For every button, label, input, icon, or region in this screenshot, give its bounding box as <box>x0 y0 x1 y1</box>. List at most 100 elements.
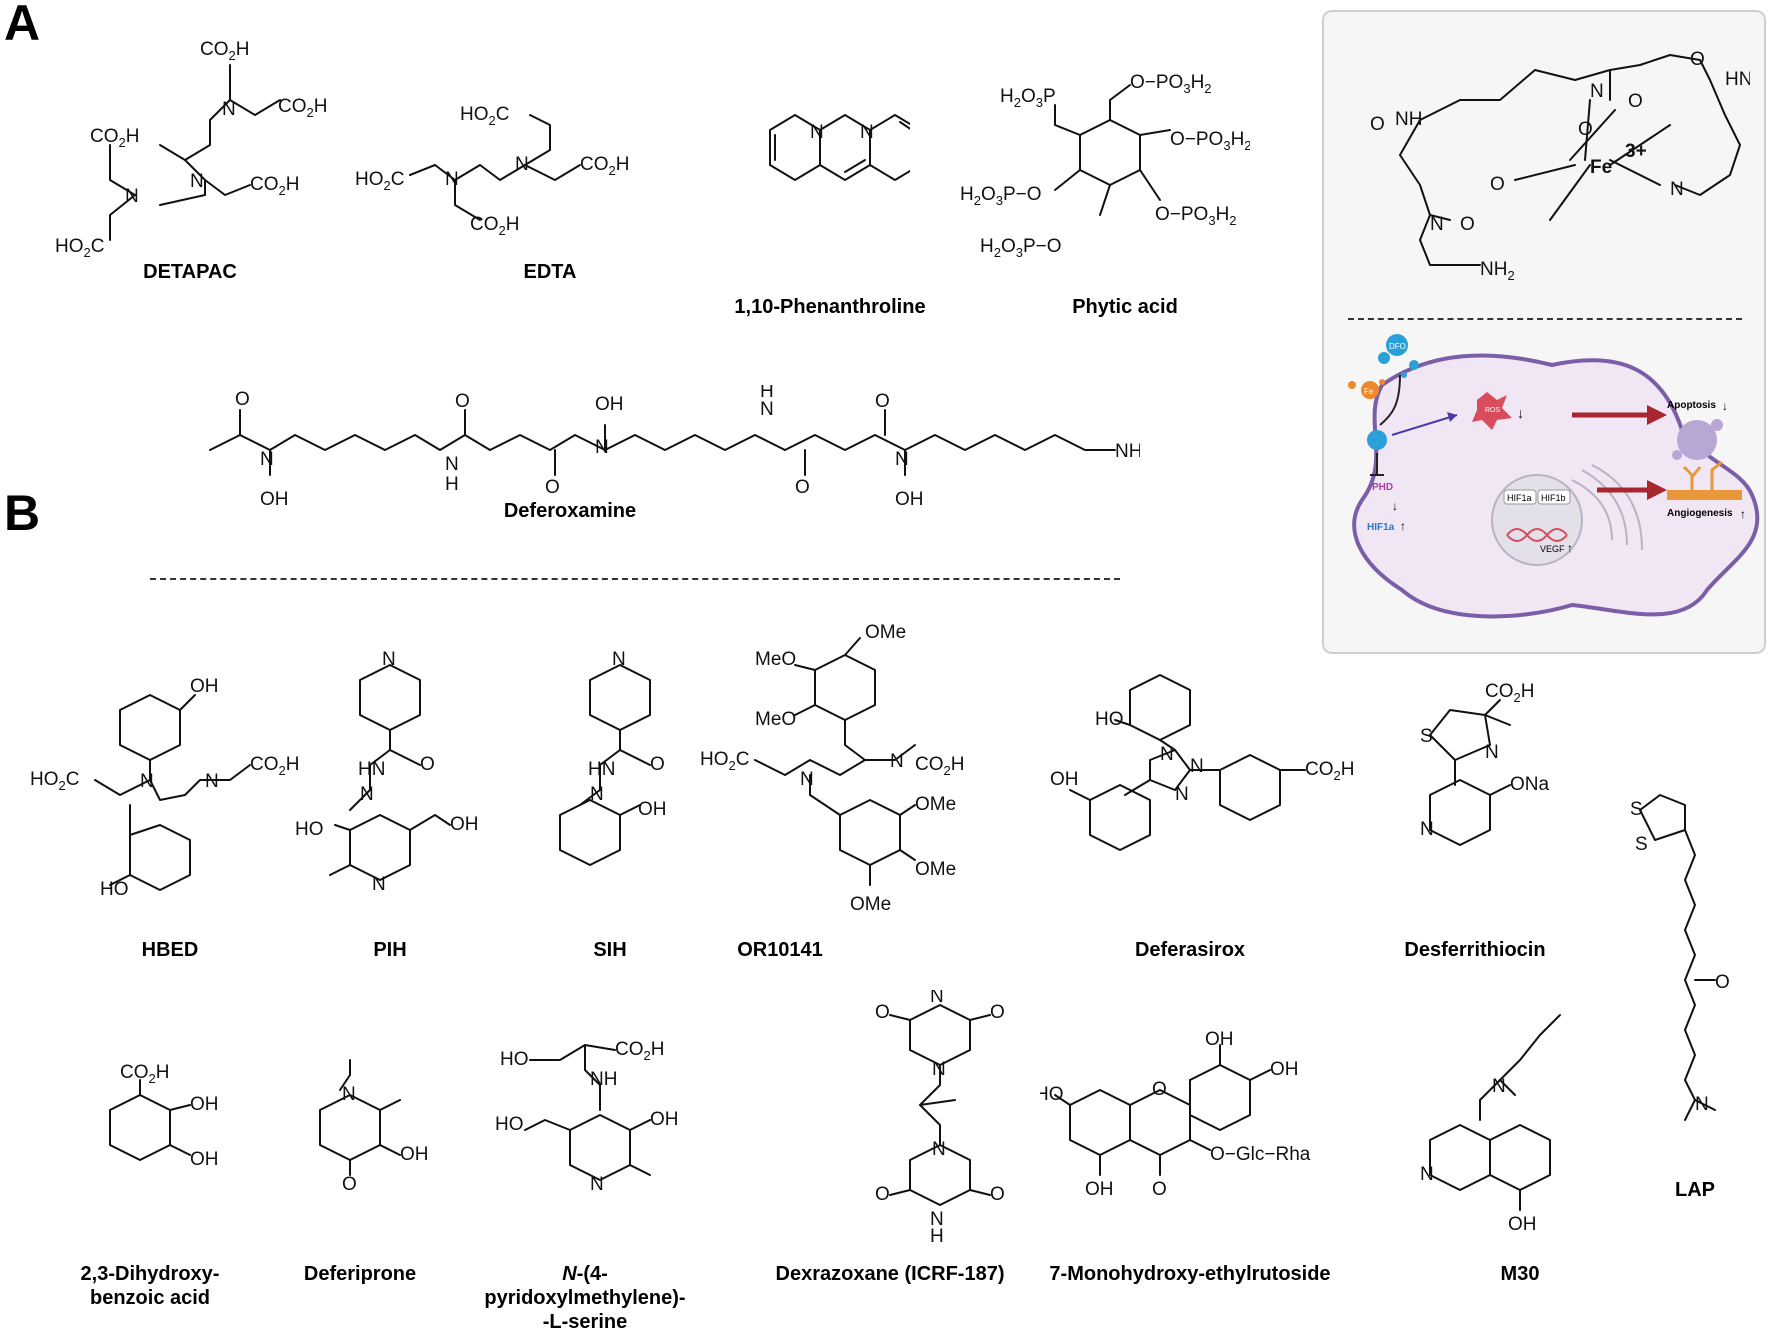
svg-text:O: O <box>1628 91 1643 112</box>
apoptotic-cell <box>1677 420 1717 460</box>
svg-text:N: N <box>445 454 459 475</box>
svg-text:HO2C: HO2C <box>55 236 104 260</box>
svg-text:N: N <box>860 122 874 143</box>
structure-detapac: CO2H CO2H N N N CO2H HO2C CO2H <box>55 39 327 260</box>
svg-text:HO: HO <box>295 819 324 840</box>
ros-label: ROS <box>1485 407 1501 414</box>
structure-pyridoxyl-serine: HO CO2H NH OH HO N <box>495 1039 679 1195</box>
svg-text:NH: NH <box>1395 109 1422 130</box>
structure-monohydroxyethylrutoside: HO O OH OH OH O O−Glc−Rha <box>1040 1029 1311 1200</box>
glc-rha-text: O−Glc−Rha <box>1210 1144 1311 1165</box>
svg-text:N: N <box>1190 756 1204 777</box>
svg-text:N: N <box>810 122 824 143</box>
svg-text:O: O <box>1690 49 1705 70</box>
svg-text:OH: OH <box>190 1094 219 1115</box>
label-dihydroxybenzoic-line2: benzoic acid <box>89 1287 211 1309</box>
label-hbed: HBED <box>141 939 199 961</box>
svg-text:S: S <box>1635 834 1648 855</box>
svg-text:O: O <box>875 1184 890 1205</box>
label-pyridoxyl-italic-n: N <box>562 1263 577 1285</box>
fe-label: Fe <box>1364 387 1374 396</box>
svg-text:OH: OH <box>1270 1059 1299 1080</box>
svg-text:HO: HO <box>100 879 129 900</box>
svg-text:OH: OH <box>400 1144 429 1165</box>
svg-text:N: N <box>930 990 944 1007</box>
svg-text:N: N <box>1420 819 1434 840</box>
mechanism-diagram: DFO Fe ROS ↓ PHD ↓ HIF1a ↑ HIF1a HIF1b V… <box>1348 334 1760 619</box>
svg-text:CO2H: CO2H <box>120 1062 169 1086</box>
svg-text:MeO: MeO <box>755 709 796 730</box>
label-or10141: OR10141 <box>737 939 823 961</box>
svg-text:O: O <box>650 754 665 775</box>
svg-text:↓: ↓ <box>1722 399 1728 413</box>
structure-phytic-acid: O−PO3H2 O−PO3H2 O−PO3H2 H2O3P−O H2O3P−O … <box>960 72 1250 260</box>
er-membranes <box>1571 464 1643 551</box>
svg-text:ONa: ONa <box>1510 774 1550 795</box>
svg-text:N: N <box>125 186 139 207</box>
svg-text:↑: ↑ <box>1567 541 1573 555</box>
svg-text:H: H <box>445 474 459 495</box>
svg-text:HO2C: HO2C <box>700 749 749 773</box>
label-dihydroxybenzoic-acid: 2,3-Dihydroxy- benzoic acid <box>60 1262 240 1310</box>
structure-fe-dfo-complex: N O O HN O O NH Fe 3+ O N N O NH2 <box>1370 49 1750 283</box>
label-phytic-acid: Phytic acid <box>1072 296 1178 318</box>
svg-text:N: N <box>590 784 604 805</box>
panel-label-a: A <box>4 0 41 51</box>
structure-phenanthroline: N N <box>769 114 910 181</box>
svg-text:OH: OH <box>190 676 219 697</box>
svg-text:N: N <box>140 771 154 792</box>
svg-text:↑: ↑ <box>1740 507 1746 521</box>
svg-text:O: O <box>875 1002 890 1023</box>
label-phenanthroline: 1,10-Phenanthroline <box>734 296 926 318</box>
svg-text:CO2H: CO2H <box>615 1039 664 1063</box>
label-dexrazoxane: Dexrazoxane (ICRF-187) <box>775 1263 1005 1285</box>
svg-text:HO: HO <box>500 1049 529 1070</box>
svg-text:NH2: NH2 <box>1480 259 1515 283</box>
svg-text:HO: HO <box>1095 709 1124 730</box>
svg-text:OH: OH <box>650 1109 679 1130</box>
svg-text:OMe: OMe <box>850 894 891 915</box>
structure-lap: S S O N <box>1630 794 1730 1121</box>
svg-text:N: N <box>382 649 396 670</box>
svg-text:NH: NH <box>590 1069 617 1090</box>
structure-sih: N O HN N OH <box>559 649 667 866</box>
svg-text:N: N <box>612 649 626 670</box>
label-deferoxamine: Deferoxamine <box>503 500 637 522</box>
svg-text:N: N <box>800 769 814 790</box>
svg-text:N: N <box>205 771 219 792</box>
structure-edta: N N HO2C HO2C CO2H CO2H <box>355 104 629 238</box>
svg-text:OH: OH <box>190 1149 219 1170</box>
svg-text:↓: ↓ <box>1517 405 1524 421</box>
svg-text:CO2H: CO2H <box>250 174 299 198</box>
svg-text:H: H <box>930 990 944 995</box>
panel-divider <box>1348 318 1742 320</box>
svg-text:OH: OH <box>1085 1179 1114 1200</box>
svg-text:O: O <box>990 1002 1005 1023</box>
svg-text:N: N <box>930 1209 944 1230</box>
svg-text:↑: ↑ <box>1400 519 1406 533</box>
svg-text:HO: HO <box>1040 1084 1064 1105</box>
svg-text:Fe: Fe <box>1590 157 1612 178</box>
label-pyridoxyl-line1: -(4-pyridoxylmethylene)- <box>484 1263 686 1309</box>
svg-text:O: O <box>875 391 890 412</box>
label-deferasirox: Deferasirox <box>1134 939 1246 961</box>
svg-text:N: N <box>1160 744 1174 765</box>
svg-text:OH: OH <box>450 814 479 835</box>
svg-text:H2O3P−O: H2O3P−O <box>960 184 1042 208</box>
svg-text:OH: OH <box>1050 769 1079 790</box>
svg-text:O: O <box>1490 174 1505 195</box>
svg-text:HO2C: HO2C <box>460 104 509 128</box>
svg-text:H2O3P−O: H2O3P−O <box>980 236 1062 260</box>
svg-text:HO: HO <box>495 1114 524 1135</box>
svg-text:O−PO3H2: O−PO3H2 <box>1170 129 1250 153</box>
dfo-label: DFO <box>1389 342 1406 351</box>
structure-pih: N O HN N HO OH N <box>295 649 479 895</box>
label-pyridoxyl-serine: N-(4-pyridoxylmethylene)- -L-serine <box>465 1262 705 1334</box>
svg-text:N: N <box>895 449 909 470</box>
angiogenesis-label: Angiogenesis <box>1667 508 1733 519</box>
label-edta: EDTA <box>523 261 577 283</box>
svg-text:HO2C: HO2C <box>30 769 79 793</box>
svg-text:CO2H: CO2H <box>1485 681 1534 705</box>
svg-text:HO2C: HO2C <box>355 169 404 193</box>
svg-text:CO2H: CO2H <box>250 754 299 778</box>
